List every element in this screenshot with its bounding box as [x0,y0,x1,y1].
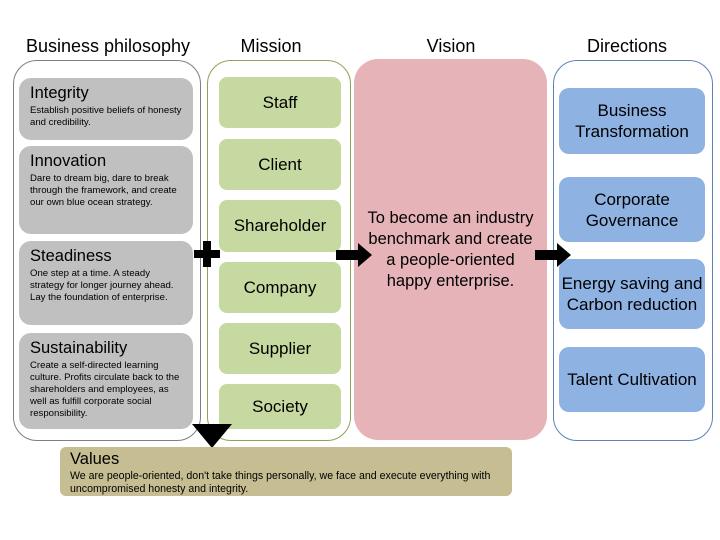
philosophy-title: Integrity [30,84,89,102]
mission-item-client: Client [219,139,341,190]
philosophy-title: Innovation [30,152,107,170]
philosophy-description: One step at a time. A steady strategy fo… [30,268,174,303]
mission-item-supplier: Supplier [219,323,341,374]
philosophy-title: Steadiness [30,247,112,265]
header-vision: Vision [426,36,476,56]
philosophy-description: Dare to dream big, dare to break through… [30,173,177,208]
philosophy-card-steadiness: Steadiness One step at a time. A steady … [19,241,193,325]
arrow-down-icon [192,424,232,448]
values-box: Values We are people-oriented, don't tak… [60,447,512,496]
direction-energy-saving: Energy saving and Carbon reduction [559,259,705,329]
values-description: We are people-oriented, don't take thing… [70,470,491,495]
philosophy-card-integrity: Integrity Establish positive beliefs of … [19,78,193,140]
philosophy-card-sustainability: Sustainability Create a self-directed le… [19,333,193,429]
direction-corporate-governance: Corporate Governance [559,177,705,242]
arrow-right-icon [336,243,372,267]
philosophy-card-innovation: Innovation Dare to dream big, dare to br… [19,146,193,234]
mission-item-society: Society [219,384,341,429]
direction-talent-cultivation: Talent Cultivation [559,347,705,412]
plus-icon [194,241,220,267]
mission-item-shareholder: Shareholder [219,200,341,252]
header-directions: Directions [586,36,668,56]
vision-box: To become an industry benchmark and crea… [354,59,547,440]
direction-business-transformation: Business Transformation [559,88,705,154]
philosophy-title: Sustainability [30,339,128,357]
philosophy-description: Create a self-directed learning culture.… [30,360,180,419]
arrow-right-icon [535,243,571,267]
header-mission: Mission [240,36,302,56]
header-business-philosophy: Business philosophy [25,36,191,56]
philosophy-description: Establish positive beliefs of honesty an… [30,105,182,128]
vision-statement: To become an industry benchmark and crea… [367,208,534,290]
mission-item-company: Company [219,262,341,313]
values-title: Values [70,450,120,468]
mission-item-staff: Staff [219,77,341,128]
